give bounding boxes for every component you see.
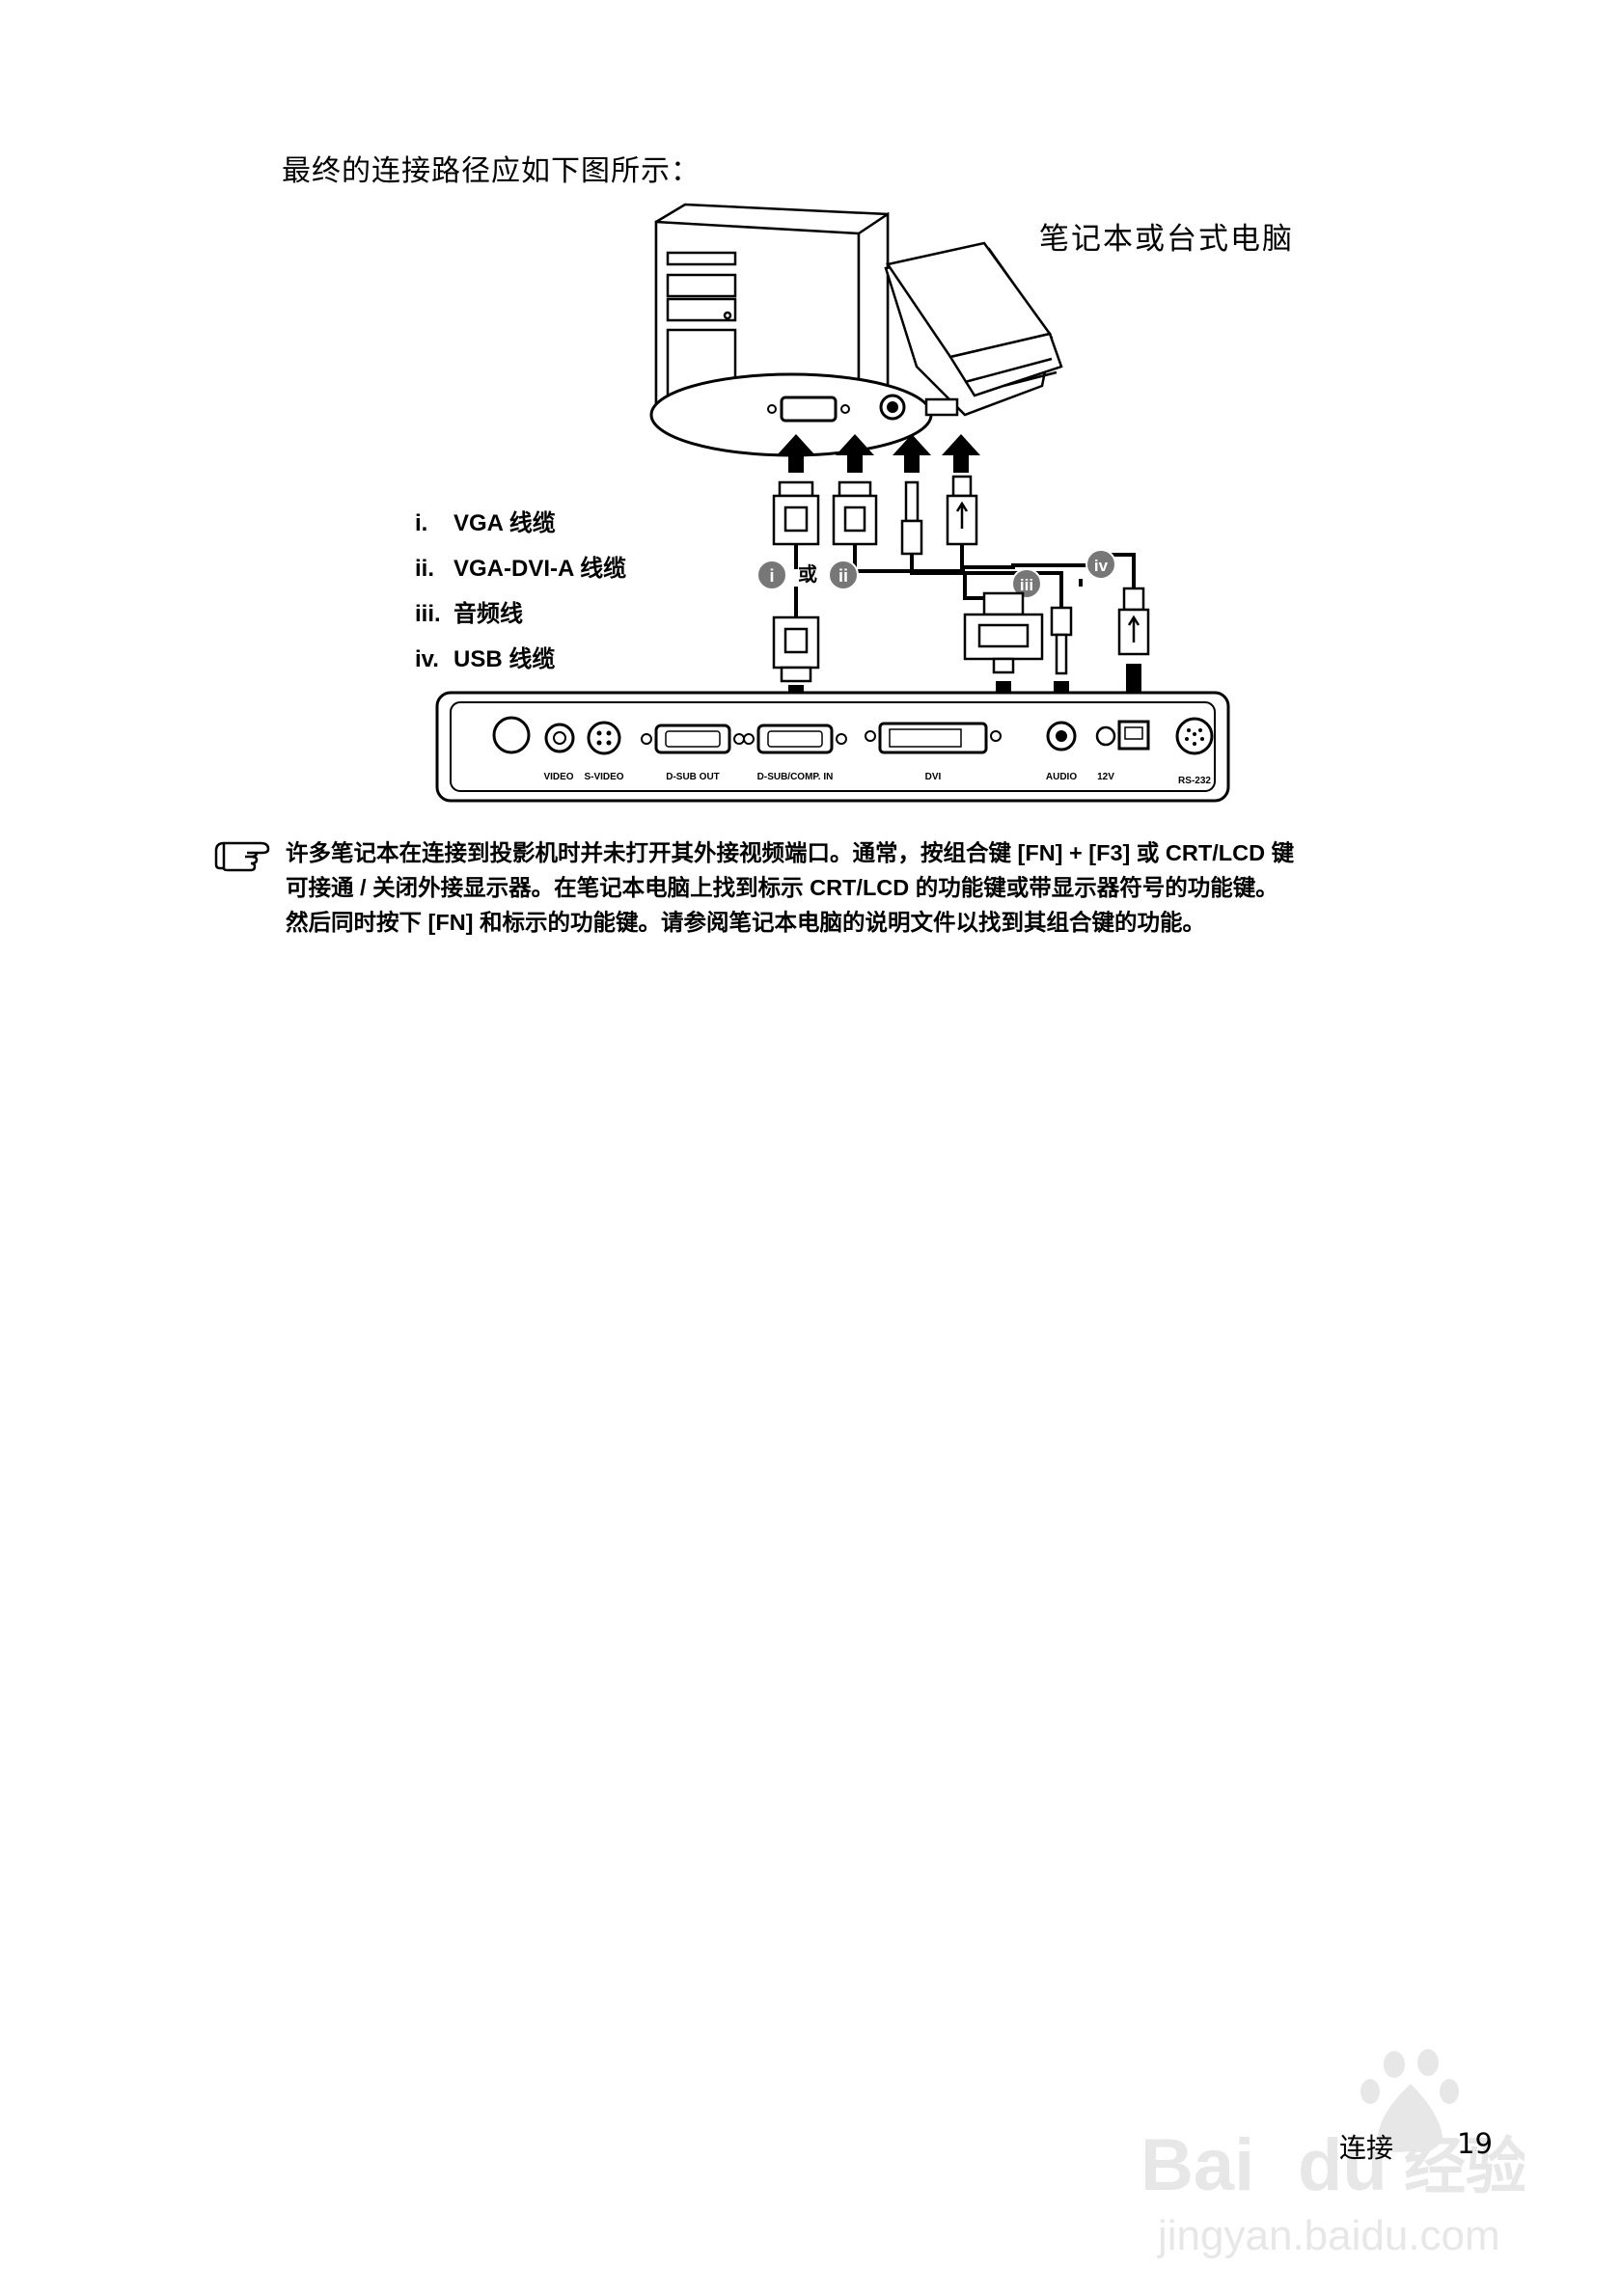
note-line: 可接通 / 关闭外接显示器。在笔记本电脑上找到标示 CRT/LCD 的功能键或带… xyxy=(286,870,1530,905)
legend-num: iv. xyxy=(415,645,453,674)
note-line: 然后同时按下 [FN] 和标示的功能键。请参阅笔记本电脑的说明文件以找到其组合键… xyxy=(286,905,1530,940)
legend-num: ii. xyxy=(415,555,453,584)
or-label: 或 xyxy=(798,562,817,586)
note-line: 许多笔记本在连接到投影机时并未打开其外接视频端口。通常，按组合键 [FN] + … xyxy=(286,835,1530,870)
page-number: 19 xyxy=(1457,2127,1493,2160)
legend-text: VGA-DVI-A 线缆 xyxy=(453,556,626,582)
legend-item: iii.音频线 xyxy=(415,600,626,645)
legend-text: VGA 线缆 xyxy=(453,510,556,536)
legend-item: i.VGA 线缆 xyxy=(415,509,626,555)
watermark-brand: Bai xyxy=(1140,2124,1254,2206)
port-label-s-video: S-VIDEO xyxy=(584,772,623,782)
bottom-cable-plugs xyxy=(774,588,1148,681)
pointing-hand-icon xyxy=(212,837,278,874)
badge-iv: iv xyxy=(1094,557,1109,575)
cable-legend: i.VGA 线缆 ii.VGA-DVI-A 线缆 iii.音频线 iv.USB … xyxy=(415,509,626,691)
intro-text: 最终的连接路径应如下图所示： xyxy=(282,147,701,189)
legend-item: iv.USB 线缆 xyxy=(415,645,626,691)
baidu-jingyan-watermark: Bai du 经验 jingyan.baidu.com xyxy=(1139,2045,1525,2277)
badge-ii: ii xyxy=(838,566,848,586)
port-label-rs-232: RS-232 xyxy=(1178,776,1211,786)
computer-label: 笔记本或台式电脑 xyxy=(1039,214,1294,258)
port-label-12v: 12V xyxy=(1097,772,1114,782)
legend-item: ii.VGA-DVI-A 线缆 xyxy=(415,555,626,600)
badge-i: i xyxy=(769,566,774,586)
port-label-d-sub-comp-in: D-SUB/COMP. IN xyxy=(757,772,834,782)
projector-rear-panel: VIDEO S-VIDEO D-SUB OUT D-SUB/COMP. IN D… xyxy=(437,693,1228,801)
legend-text: USB 线缆 xyxy=(453,646,555,672)
port-label-audio: AUDIO xyxy=(1046,772,1077,782)
port-label-video: VIDEO xyxy=(543,772,573,782)
legend-text: 音频线 xyxy=(453,601,523,627)
port-label-dvi: DVI xyxy=(925,772,942,782)
legend-num: i. xyxy=(415,509,453,538)
footer-section-title: 连接 xyxy=(1339,2127,1393,2166)
legend-num: iii. xyxy=(415,600,453,629)
port-label-d-sub-out: D-SUB OUT xyxy=(666,772,720,782)
watermark-url: jingyan.baidu.com xyxy=(1156,2212,1500,2259)
laptop-illustration xyxy=(886,243,1061,415)
note-text: 许多笔记本在连接到投影机时并未打开其外接视频端口。通常，按组合键 [FN] + … xyxy=(286,835,1530,940)
badge-iii: iii xyxy=(1020,576,1033,594)
top-cable-plugs xyxy=(774,477,976,554)
